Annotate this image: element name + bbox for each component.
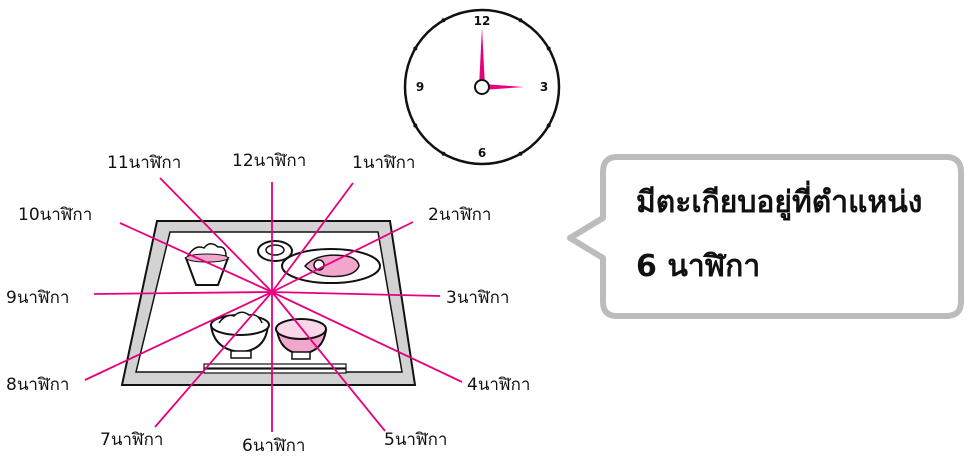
label-1-oclock: 1นาฬิกา — [352, 153, 415, 173]
label-9-oclock: 9นาฬิกา — [6, 288, 69, 308]
label-5-oclock: 5นาฬิกา — [384, 430, 447, 450]
chopsticks — [204, 364, 346, 373]
clock-number-6: 6 — [478, 146, 486, 160]
label-7-oclock: 7นาฬิกา — [100, 430, 163, 450]
clock-center-pin — [475, 80, 489, 94]
callout-line-1: มีตะเกียบอยู่ที่ตำแหน่ง — [636, 180, 922, 221]
label-11-oclock: 11นาฬิกา — [107, 153, 181, 173]
callout-line-2: 6 นาฬิกา — [636, 249, 760, 284]
speech-bubble-shape — [570, 157, 961, 316]
label-8-oclock: 8นาฬิกา — [6, 375, 69, 395]
label-6-oclock: 6นาฬิกา — [242, 436, 305, 456]
label-2-oclock: 2นาฬิกา — [428, 205, 491, 225]
label-3-oclock: 3นาฬิกา — [446, 288, 509, 308]
clock-number-12: 12 — [474, 14, 491, 28]
analog-clock: 12 3 6 9 — [405, 10, 559, 164]
clock-number-9: 9 — [416, 80, 424, 94]
label-12-oclock: 12นาฬิกา — [232, 151, 306, 171]
fish-plate — [282, 249, 380, 283]
label-4-oclock: 4นาฬิกา — [467, 375, 530, 395]
speech-bubble: มีตะเกียบอยู่ที่ตำแหน่ง 6 นาฬิกา — [570, 157, 961, 316]
clock-number-3: 3 — [540, 80, 548, 94]
label-10-oclock: 10นาฬิกา — [18, 205, 92, 225]
